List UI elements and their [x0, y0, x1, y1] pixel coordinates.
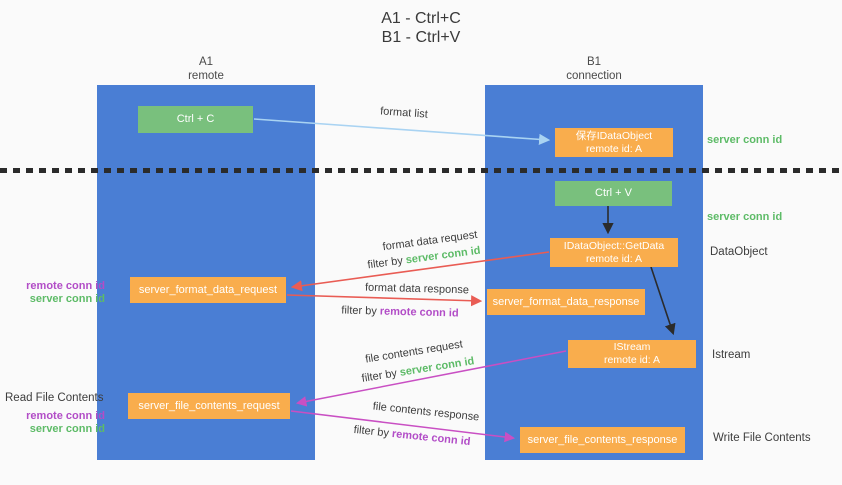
node-istream-line1: IStream	[613, 341, 651, 353]
lane-header-a1: A1 remote	[97, 55, 315, 83]
node-ctrl-v: Ctrl + V	[555, 181, 672, 206]
lane-a1-id: A1	[198, 56, 214, 68]
label-file-server-conn-id: server conn id	[29, 423, 105, 435]
node-istream-line2: remote id: A	[603, 354, 661, 366]
node-file-response-label: server_file_contents_response	[527, 433, 678, 446]
lane-a1-subtitle: remote	[188, 70, 224, 82]
title-line-1: A1 - Ctrl+C	[381, 10, 461, 27]
node-file-request-label: server_file_contents_request	[138, 399, 280, 412]
node-save-dataobject-line1: 保存IDataObject	[575, 129, 653, 142]
session-divider-dotted-line	[0, 168, 842, 173]
node-save-dataobject: 保存IDataObject remote id: A	[555, 128, 673, 157]
node-ctrl-c-label: Ctrl + C	[176, 113, 215, 125]
lane-b1-subtitle: connection	[566, 70, 622, 82]
format-list-arrow	[253, 118, 551, 145]
label-file-remote-conn-id: remote conn id	[26, 410, 105, 422]
node-getdata-line2: remote id: A	[585, 252, 643, 265]
node-format-request-label: server_format_data_request	[138, 283, 278, 296]
label-dataobject: DataObject	[710, 246, 768, 258]
lane-header-b1: B1 connection	[485, 55, 703, 83]
node-istream: IStream remote id: A	[568, 340, 696, 368]
title-line-2: B1 - Ctrl+V	[381, 29, 461, 46]
node-server-format-data-response: server_format_data_response	[487, 289, 645, 315]
diagram-title: A1 - Ctrl+C B1 - Ctrl+V	[0, 9, 842, 47]
node-server-file-contents-request: server_file_contents_request	[128, 393, 290, 419]
getdata-to-istream-arrow	[650, 266, 676, 336]
node-idataobject-getdata: IDataObject::GetData remote id: A	[550, 238, 678, 267]
node-format-response-label: server_format_data_response	[492, 295, 640, 308]
node-server-file-contents-response: server_file_contents_response	[520, 427, 685, 453]
label-server-conn-id-top: server conn id	[707, 134, 783, 146]
node-server-format-data-request: server_format_data_request	[130, 277, 286, 303]
node-save-dataobject-line2: remote id: A	[585, 142, 643, 155]
format-data-request-arrow	[290, 251, 550, 292]
node-ctrl-v-label: Ctrl + V	[595, 187, 632, 199]
label-format-remote-conn-id: remote conn id	[26, 280, 105, 292]
label-format-server-conn-id: server conn id	[29, 293, 105, 305]
lane-b1-id: B1	[586, 56, 602, 68]
file-contents-response-arrow	[290, 410, 516, 443]
format-data-response-arrow	[286, 294, 483, 307]
filter-by-text: filter by	[341, 304, 380, 318]
node-getdata-line1: IDataObject::GetData	[563, 239, 665, 252]
label-server-conn-id-mid: server conn id	[707, 211, 783, 223]
file-contents-request-arrow	[295, 350, 567, 407]
remote-conn-id-text: remote conn id	[379, 305, 459, 320]
label-istream: Istream	[712, 349, 751, 361]
label-read-file-contents: Read File Contents	[5, 392, 104, 404]
node-ctrl-c: Ctrl + C	[138, 106, 253, 133]
label-write-file-contents: Write File Contents	[713, 432, 811, 444]
